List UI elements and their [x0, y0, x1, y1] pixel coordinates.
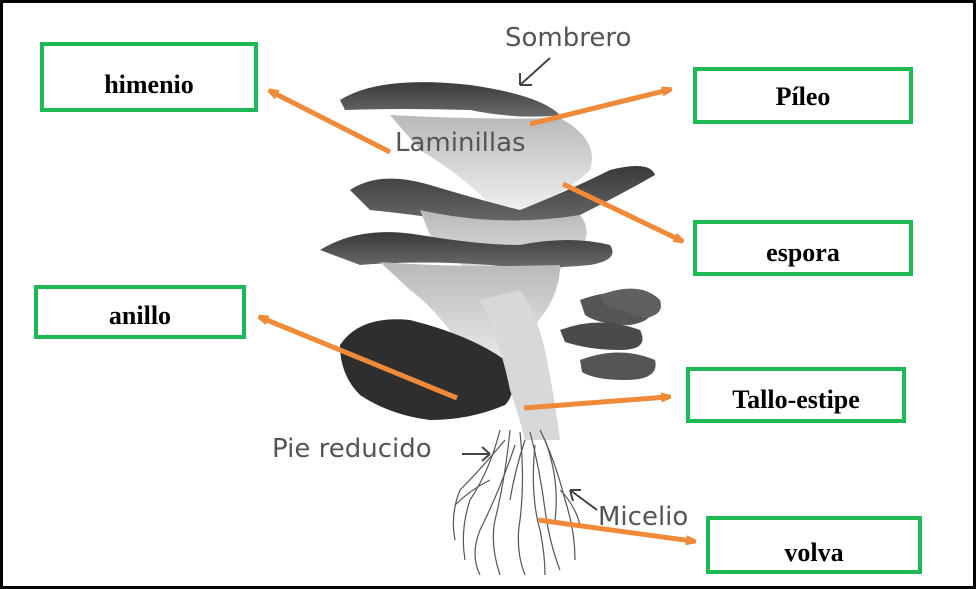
arrow-volva	[538, 520, 692, 541]
arrow-tallo	[524, 397, 667, 408]
arrow-anillo	[262, 318, 457, 398]
arrow-pileo	[530, 90, 668, 124]
arrow-himenio	[272, 92, 390, 152]
arrow-espora	[563, 184, 680, 240]
